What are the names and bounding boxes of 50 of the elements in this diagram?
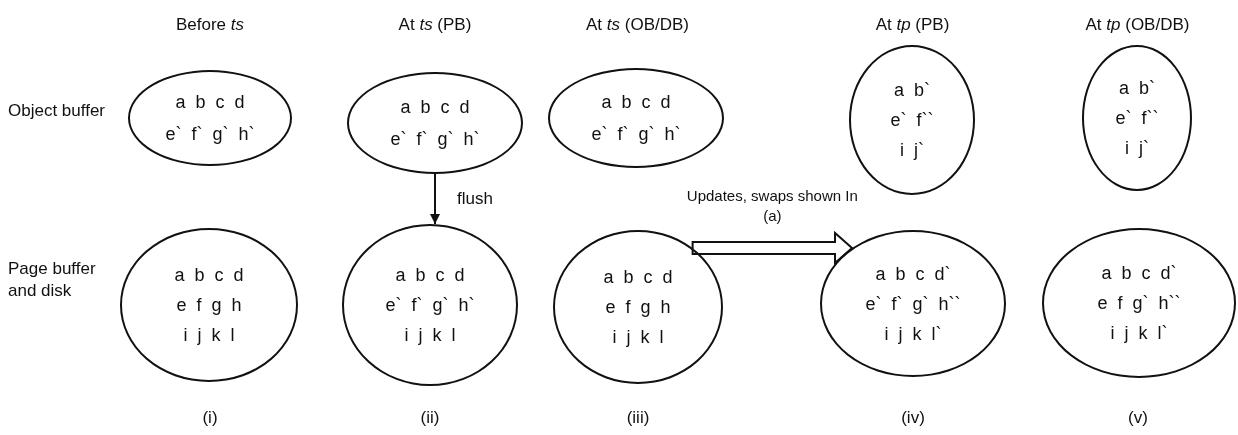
node-text: a b c d xyxy=(400,97,470,117)
node-text: e f g` h`` xyxy=(1097,293,1181,313)
node-text: a b` xyxy=(894,80,930,100)
ellipse-node xyxy=(553,230,723,384)
node-text: a b` xyxy=(1119,78,1155,98)
column-heading: At ts (OB/DB) xyxy=(585,14,690,36)
column-heading: At tp (OB/DB) xyxy=(1084,14,1191,36)
ellipse-node xyxy=(342,224,518,386)
node-text: i j k l xyxy=(404,325,456,345)
ellipse-node xyxy=(128,70,292,166)
node-text: e` f` g` h`` xyxy=(865,293,961,314)
node-text: e` f` g` h` xyxy=(390,129,480,149)
arrow xyxy=(430,173,440,225)
ellipse-node xyxy=(120,228,298,382)
ellipse-node xyxy=(548,68,724,168)
block-arrow xyxy=(691,230,854,266)
node-text: a b c d` xyxy=(875,263,951,284)
node-text: i j k l` xyxy=(884,323,942,344)
column-heading: At tp (PB) xyxy=(874,14,951,36)
ellipse-node xyxy=(820,230,1006,377)
node-text: a b c d xyxy=(601,92,671,112)
node-text: i j k l xyxy=(612,327,664,347)
node-text: e` f`` xyxy=(890,110,934,130)
node-text: e` f` g` h` xyxy=(591,124,681,144)
panel-label: (i) xyxy=(201,407,219,429)
node-text: e f g h xyxy=(605,297,671,317)
panel-label: (iv) xyxy=(900,407,926,429)
node-text: i j` xyxy=(1125,138,1149,158)
node-text: a b c d xyxy=(603,267,673,287)
ellipse-node xyxy=(1042,228,1236,378)
node-text: i j k l` xyxy=(1110,323,1168,343)
column-heading: At ts (PB) xyxy=(397,14,473,36)
node-text: e` f`` xyxy=(1115,108,1159,128)
panel-label: (ii) xyxy=(419,407,441,429)
row-heading: Page buffer and disk xyxy=(8,258,97,302)
node-text: a b c d xyxy=(174,265,244,285)
ellipse-node xyxy=(1082,45,1192,191)
panel-label: (iii) xyxy=(625,407,651,429)
ellipse-node xyxy=(347,72,523,174)
column-heading: Before ts xyxy=(174,14,245,36)
node-text: e` f` g` h` xyxy=(165,124,255,144)
node-text: i j` xyxy=(900,140,924,160)
row-heading: Object buffer xyxy=(8,100,107,122)
node-text: a b c d` xyxy=(1101,263,1177,283)
node-text: a b c d xyxy=(395,265,465,285)
node-text: e` f` g` h` xyxy=(385,295,475,315)
node-text: a b c d xyxy=(175,92,245,112)
node-text: e f g h xyxy=(176,295,242,315)
node-text: i j k l xyxy=(183,325,235,345)
panel-label: (v) xyxy=(1127,407,1149,429)
